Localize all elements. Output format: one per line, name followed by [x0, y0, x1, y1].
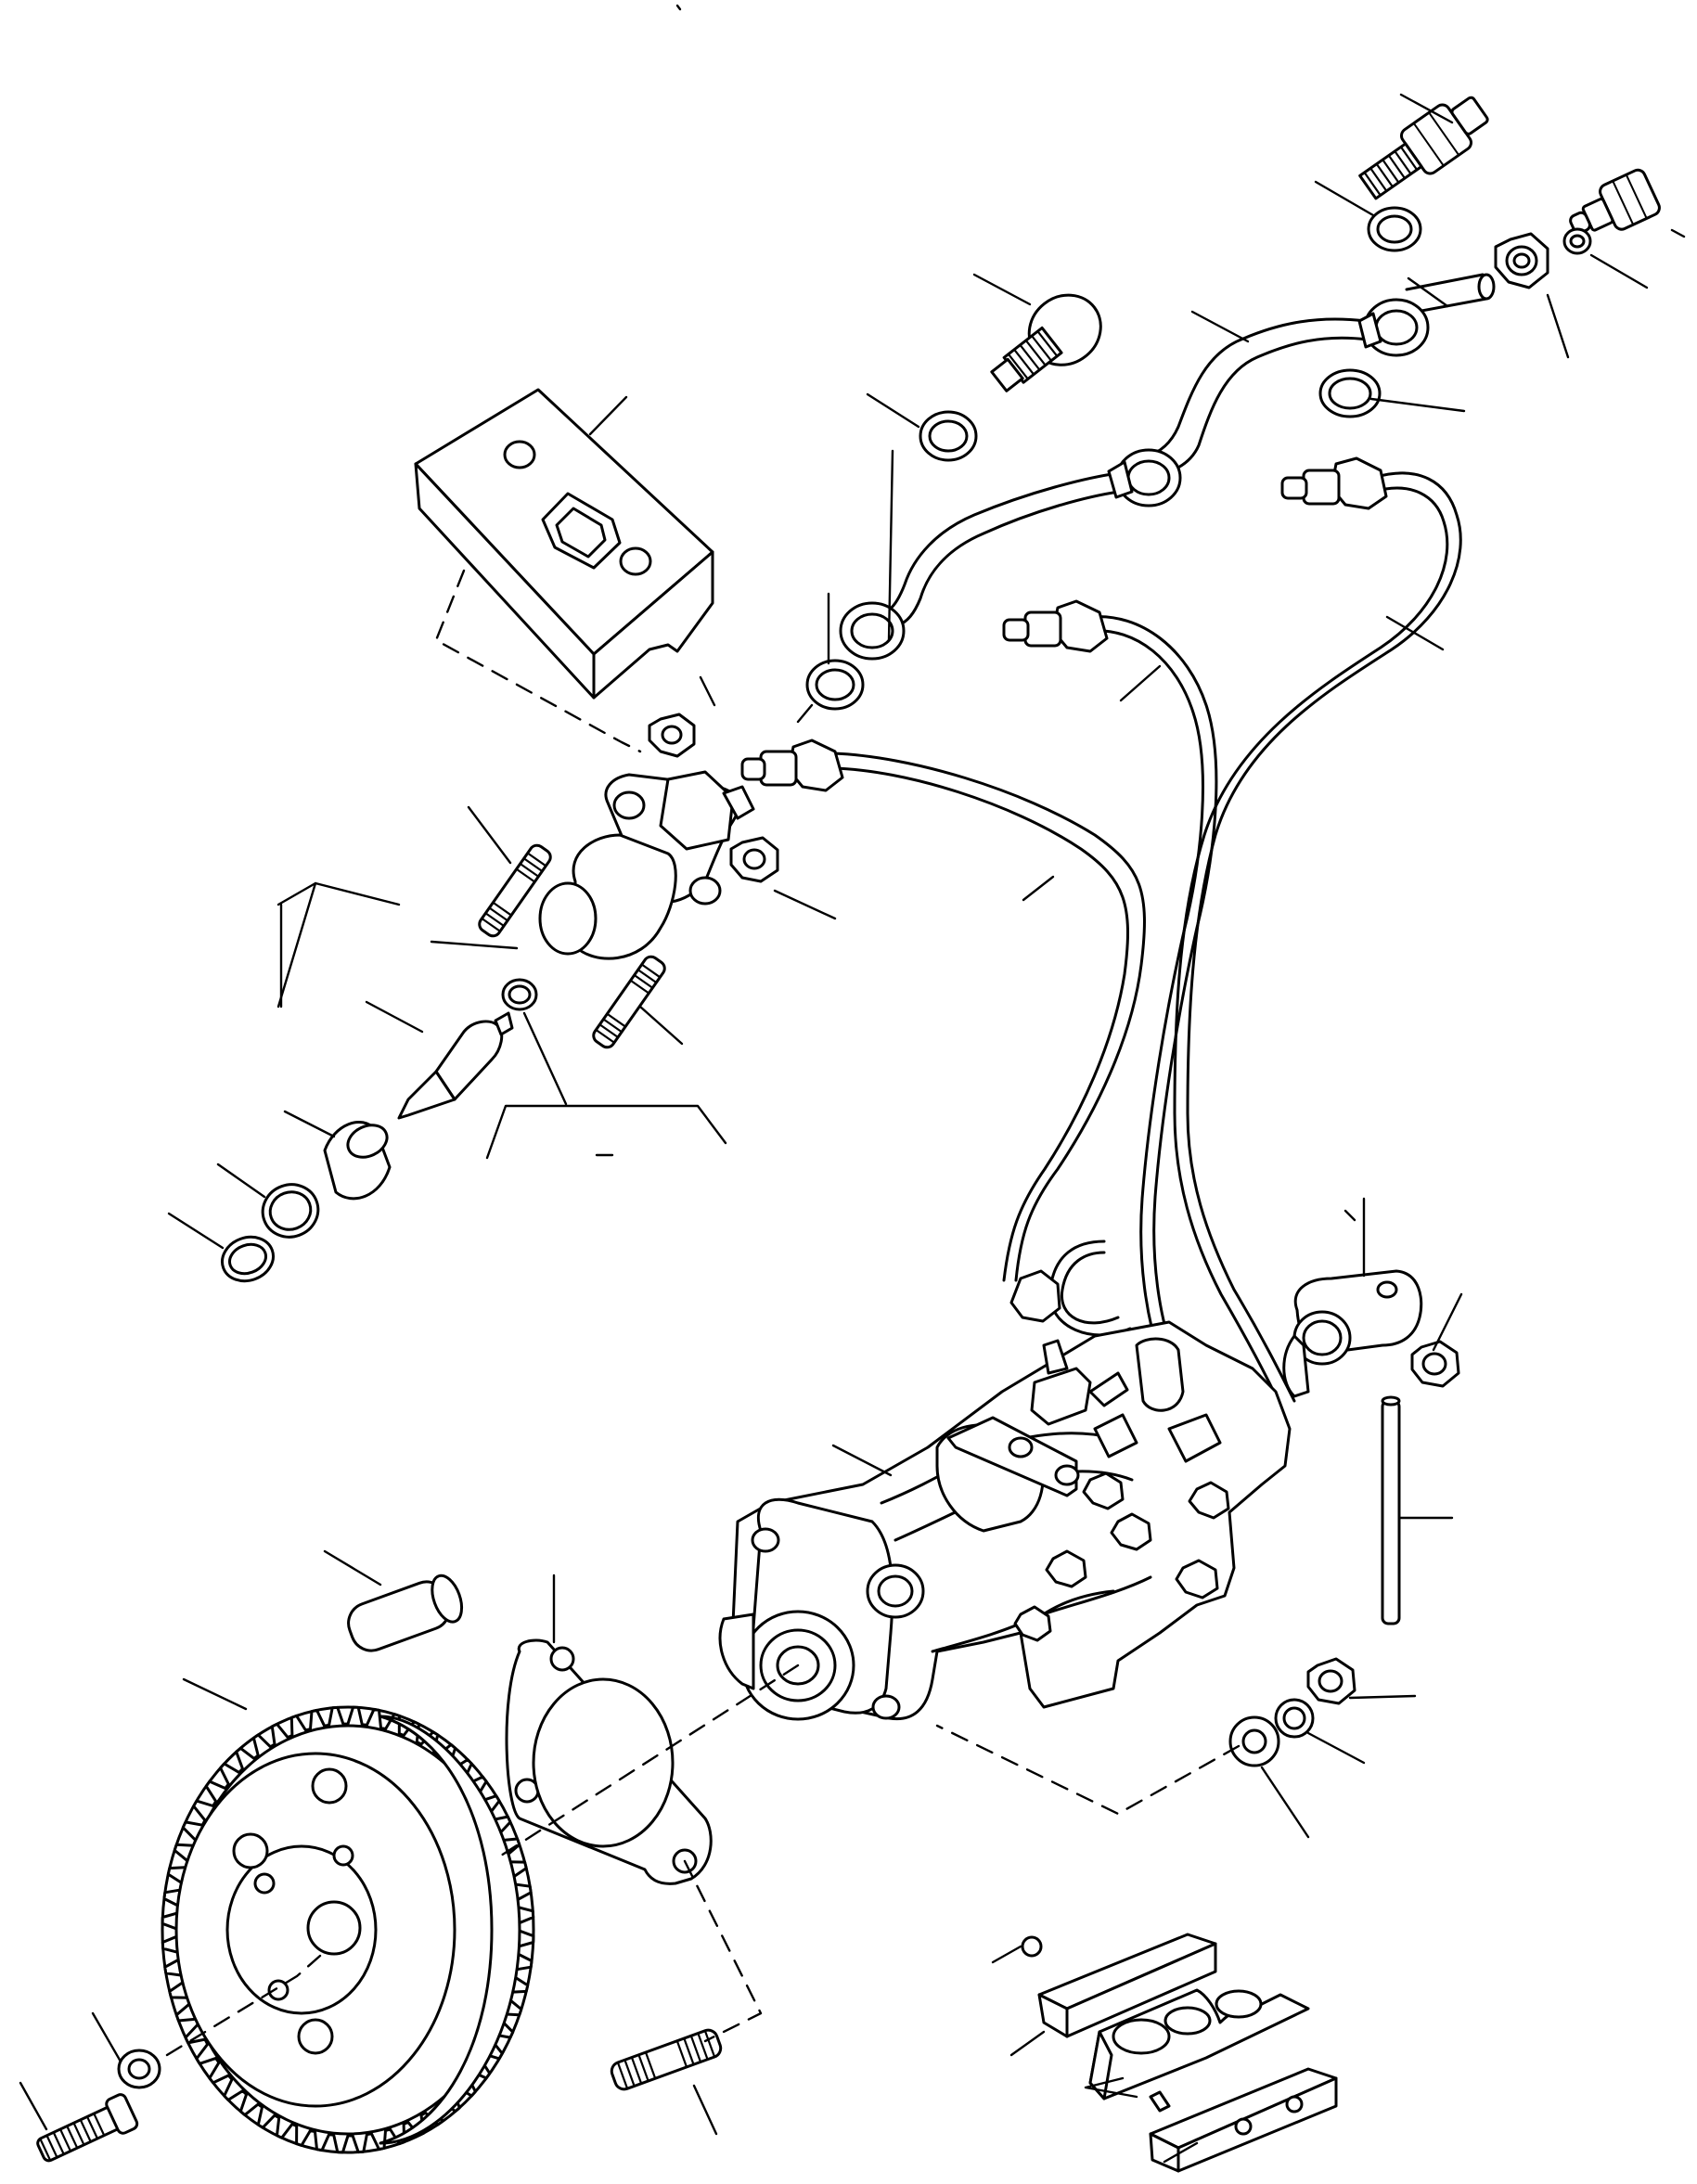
hex-nut-icon [1410, 1340, 1460, 1388]
pipe-icon [831, 471, 1462, 1407]
leader-lines [19, 4, 1686, 2164]
injection-pump-icon [718, 1320, 1292, 1721]
washer-icon [919, 410, 978, 462]
injector-icon [538, 770, 755, 960]
stud-icon [610, 2028, 723, 2091]
pipe-icon [839, 273, 1496, 661]
sleeve-icon [323, 1121, 392, 1201]
rod-icon [1381, 1395, 1401, 1625]
o-ring-icon [221, 1183, 320, 1283]
washer-icon [1318, 368, 1382, 418]
sleeve-icon [1282, 1269, 1423, 1398]
washer-icon [805, 659, 865, 711]
washer-icon [117, 2049, 161, 2089]
washer-icon [1562, 227, 1592, 255]
hex-nut-icon [648, 713, 696, 758]
bracket-icon [414, 388, 714, 700]
hex-nut-icon [1306, 1657, 1356, 1705]
washer-icon [1367, 206, 1422, 252]
bleed-screw-icon [1569, 168, 1661, 235]
banjo-bolt-icon [1358, 96, 1489, 200]
gear-icon [161, 1705, 535, 2154]
nozzle-icon [397, 1011, 514, 1120]
assembly-lines [165, 569, 1241, 2057]
stud-icon [478, 843, 552, 938]
elbow-fitting-icon [740, 456, 1388, 1323]
washer-icon [1274, 1698, 1315, 1739]
washer-icon [1228, 1715, 1280, 1767]
washer-icon [501, 978, 538, 1011]
hex-nut-icon [1494, 232, 1549, 289]
gasket-icon [505, 1638, 713, 1885]
hex-nut-icon [729, 836, 779, 883]
banjo-bolt-icon [990, 293, 1102, 392]
pipe-clamp-icon [1021, 1933, 1338, 2173]
dowel-icon [347, 1574, 464, 1652]
screw-icon [36, 2093, 139, 2163]
stud-icon [592, 955, 666, 1049]
